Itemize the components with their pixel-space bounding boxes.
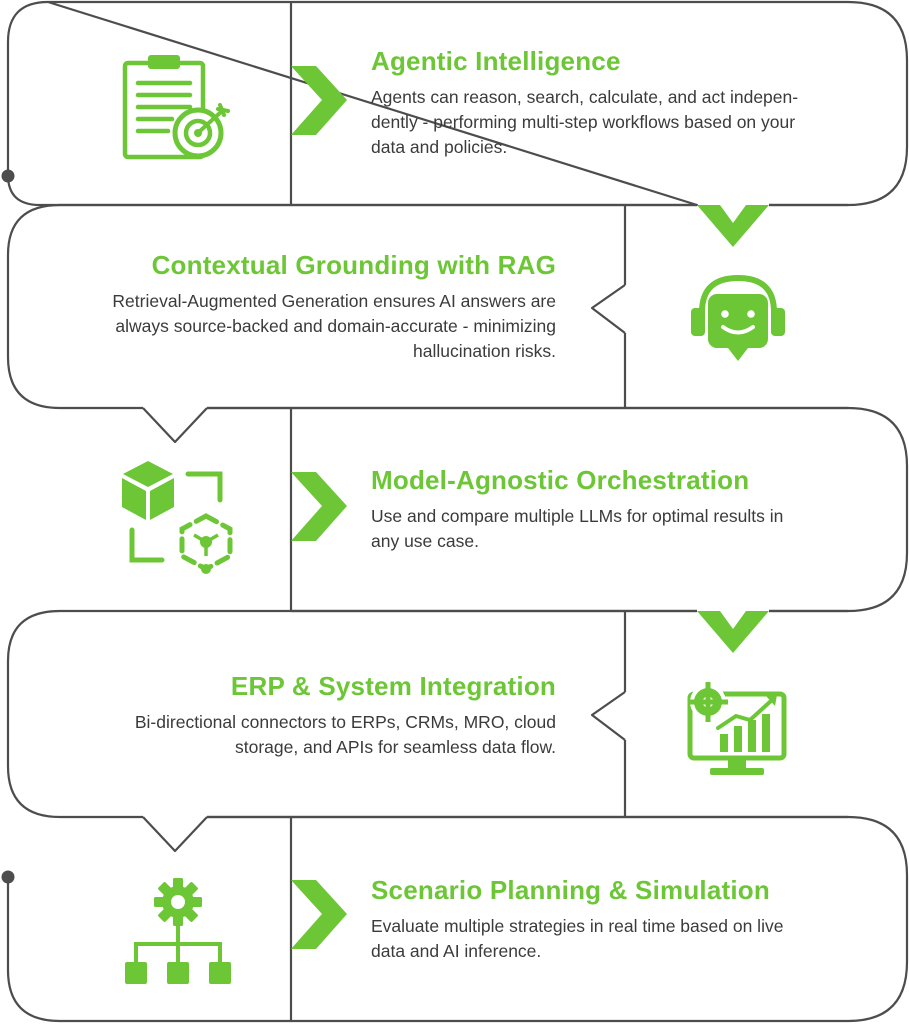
step-4-title: ERP & System Integration [230,671,556,701]
panel-4-tail [142,816,208,853]
step-5-line-2: data and AI inference. [371,941,542,961]
step-2-line-1: Retrieval-Augmented Generation ensures A… [112,291,556,311]
step-2-line-2: always source-backed and domain-accurate… [115,316,556,336]
step-5-title: Scenario Planning & Simulation [371,875,770,905]
gear-hierarchy-icon [125,878,231,984]
start-dot [1,169,15,183]
panel-4-pointer [590,691,626,741]
step-4-line-2: storage, and APIs for seamless data flow… [234,737,556,757]
chevron-down-icon [697,611,769,653]
step-5-description: Evaluate multiple strategies in real tim… [371,914,783,964]
step-3-line-1: Use and compare multiple LLMs for optima… [371,506,784,526]
step-2-text: Contextual Grounding with RAG Retrieval-… [112,249,556,364]
chevron-right-icon [291,66,347,135]
end-dot [1,870,15,884]
step-2-title: Contextual Grounding with RAG [151,250,556,280]
monitor-analytics-icon [687,682,787,775]
panel-2-pointer [590,284,626,334]
step-1-line-1: Agents can reason, search, calculate, an… [371,87,799,107]
step-3-description: Use and compare multiple LLMs for optima… [371,504,783,554]
step-4-text: ERP & System Integration Bi-directional … [135,670,556,760]
step-5-line-1: Evaluate multiple strategies in real tim… [371,916,784,936]
chevron-right-icon [291,880,347,949]
panel-1-outline [6,0,909,207]
chevron-right-icon [291,472,347,541]
clipboard-target-icon [122,55,230,160]
panel-5-outline [6,815,909,1023]
step-1-description: Agents can reason, search, calculate, an… [371,85,798,160]
step-4-line-1: Bi-directional connectors to ERPs, CRMs,… [134,712,556,732]
step-1-line-2: dently - performing multi-step workflows… [371,112,796,132]
step-2-description: Retrieval-Augmented Generation ensures A… [112,289,556,364]
step-1-title: Agentic Intelligence [371,46,621,76]
cube-network-icon [122,461,233,574]
step-5-text: Scenario Planning & Simulation Evaluate … [371,874,783,964]
step-1-line-3: data and policies. [371,137,508,157]
step-3-title: Model-Agnostic Orchestration [371,465,750,495]
panel-2-tail [142,407,208,444]
step-4-description: Bi-directional connectors to ERPs, CRMs,… [135,710,556,760]
step-1-text: Agentic Intelligence Agents can reason, … [371,45,798,160]
chatbot-headset-icon [691,274,785,361]
step-2-line-3: hallucination risks. [413,341,556,361]
step-3-line-2: any use case. [371,531,479,551]
step-3-text: Model-Agnostic Orchestration Use and com… [371,464,783,554]
chevron-down-icon [697,205,769,247]
